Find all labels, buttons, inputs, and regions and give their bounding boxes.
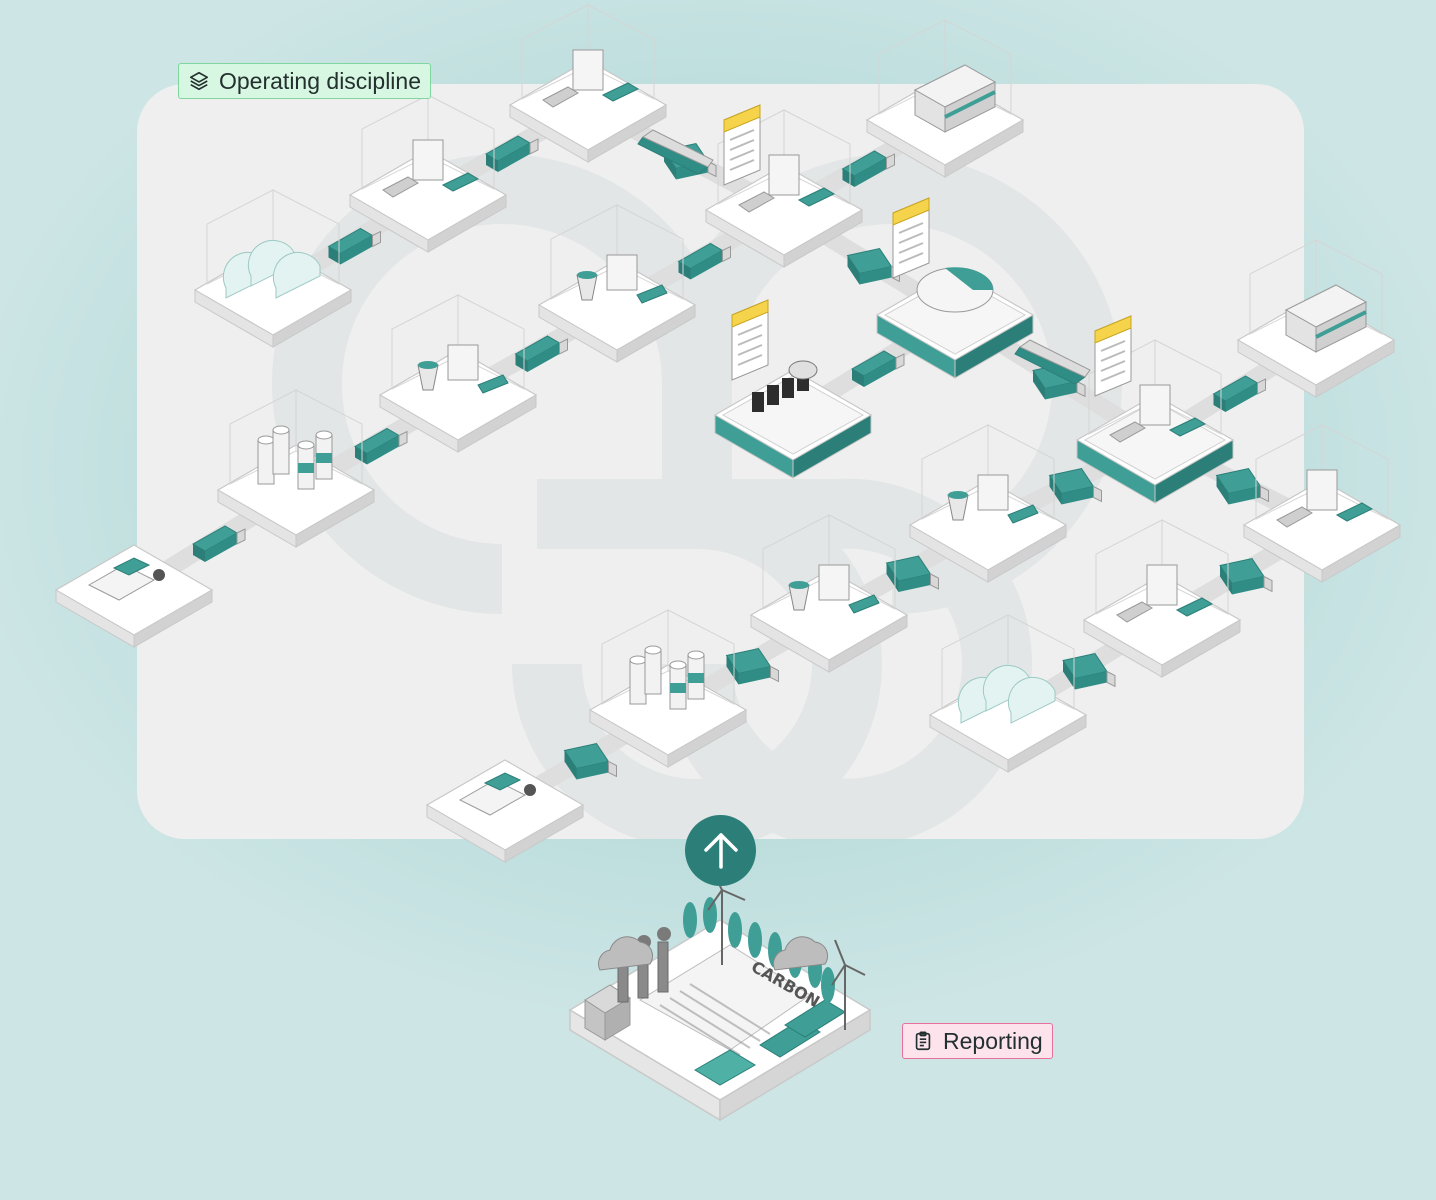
up-arrow-button[interactable] — [685, 815, 756, 886]
operating-discipline-label: Operating discipline — [219, 68, 421, 95]
operating-discipline-tag: Operating discipline — [178, 63, 431, 99]
clipboard-icon — [912, 1030, 934, 1052]
reporting-label: Reporting — [943, 1028, 1043, 1055]
price-ticket — [724, 105, 760, 185]
price-ticket — [1095, 316, 1131, 396]
price-ticket — [893, 198, 929, 278]
facility-node — [195, 190, 351, 347]
reporting-tag: Reporting — [902, 1023, 1053, 1059]
facility-node — [930, 615, 1086, 772]
price-ticket — [732, 300, 768, 380]
arrow-up-icon — [699, 829, 743, 873]
carbon-reporting-island: CARBON — [570, 865, 870, 1120]
layers-icon — [188, 70, 210, 92]
